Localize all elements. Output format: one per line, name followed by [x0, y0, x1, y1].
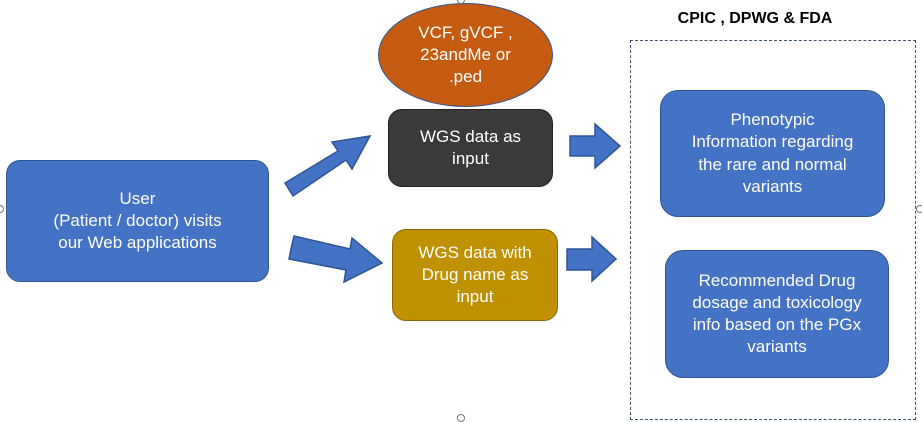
input-formats-ellipse: VCF, gVCF , 23andMe or .ped [378, 3, 553, 107]
wgs-input-box: WGS data as input [388, 109, 553, 187]
arrow-right-icon [569, 122, 622, 170]
standards-title: CPIC , DPWG & FDA [677, 10, 833, 27]
arrow-right-icon [288, 235, 384, 284]
wgs-drug-input-box: WGS data with Drug name as input [392, 229, 558, 321]
arrow-right-icon [566, 235, 618, 283]
phenotypic-info-box: Phenotypic Information regarding the rar… [660, 90, 885, 217]
arrow-up-right-icon [283, 135, 372, 198]
selection-handle [457, 414, 465, 422]
user-box: User (Patient / doctor) visits our Web a… [6, 160, 269, 282]
recommended-dosage-box: Recommended Drug dosage and toxicology i… [665, 250, 889, 378]
selection-handle [916, 205, 922, 213]
